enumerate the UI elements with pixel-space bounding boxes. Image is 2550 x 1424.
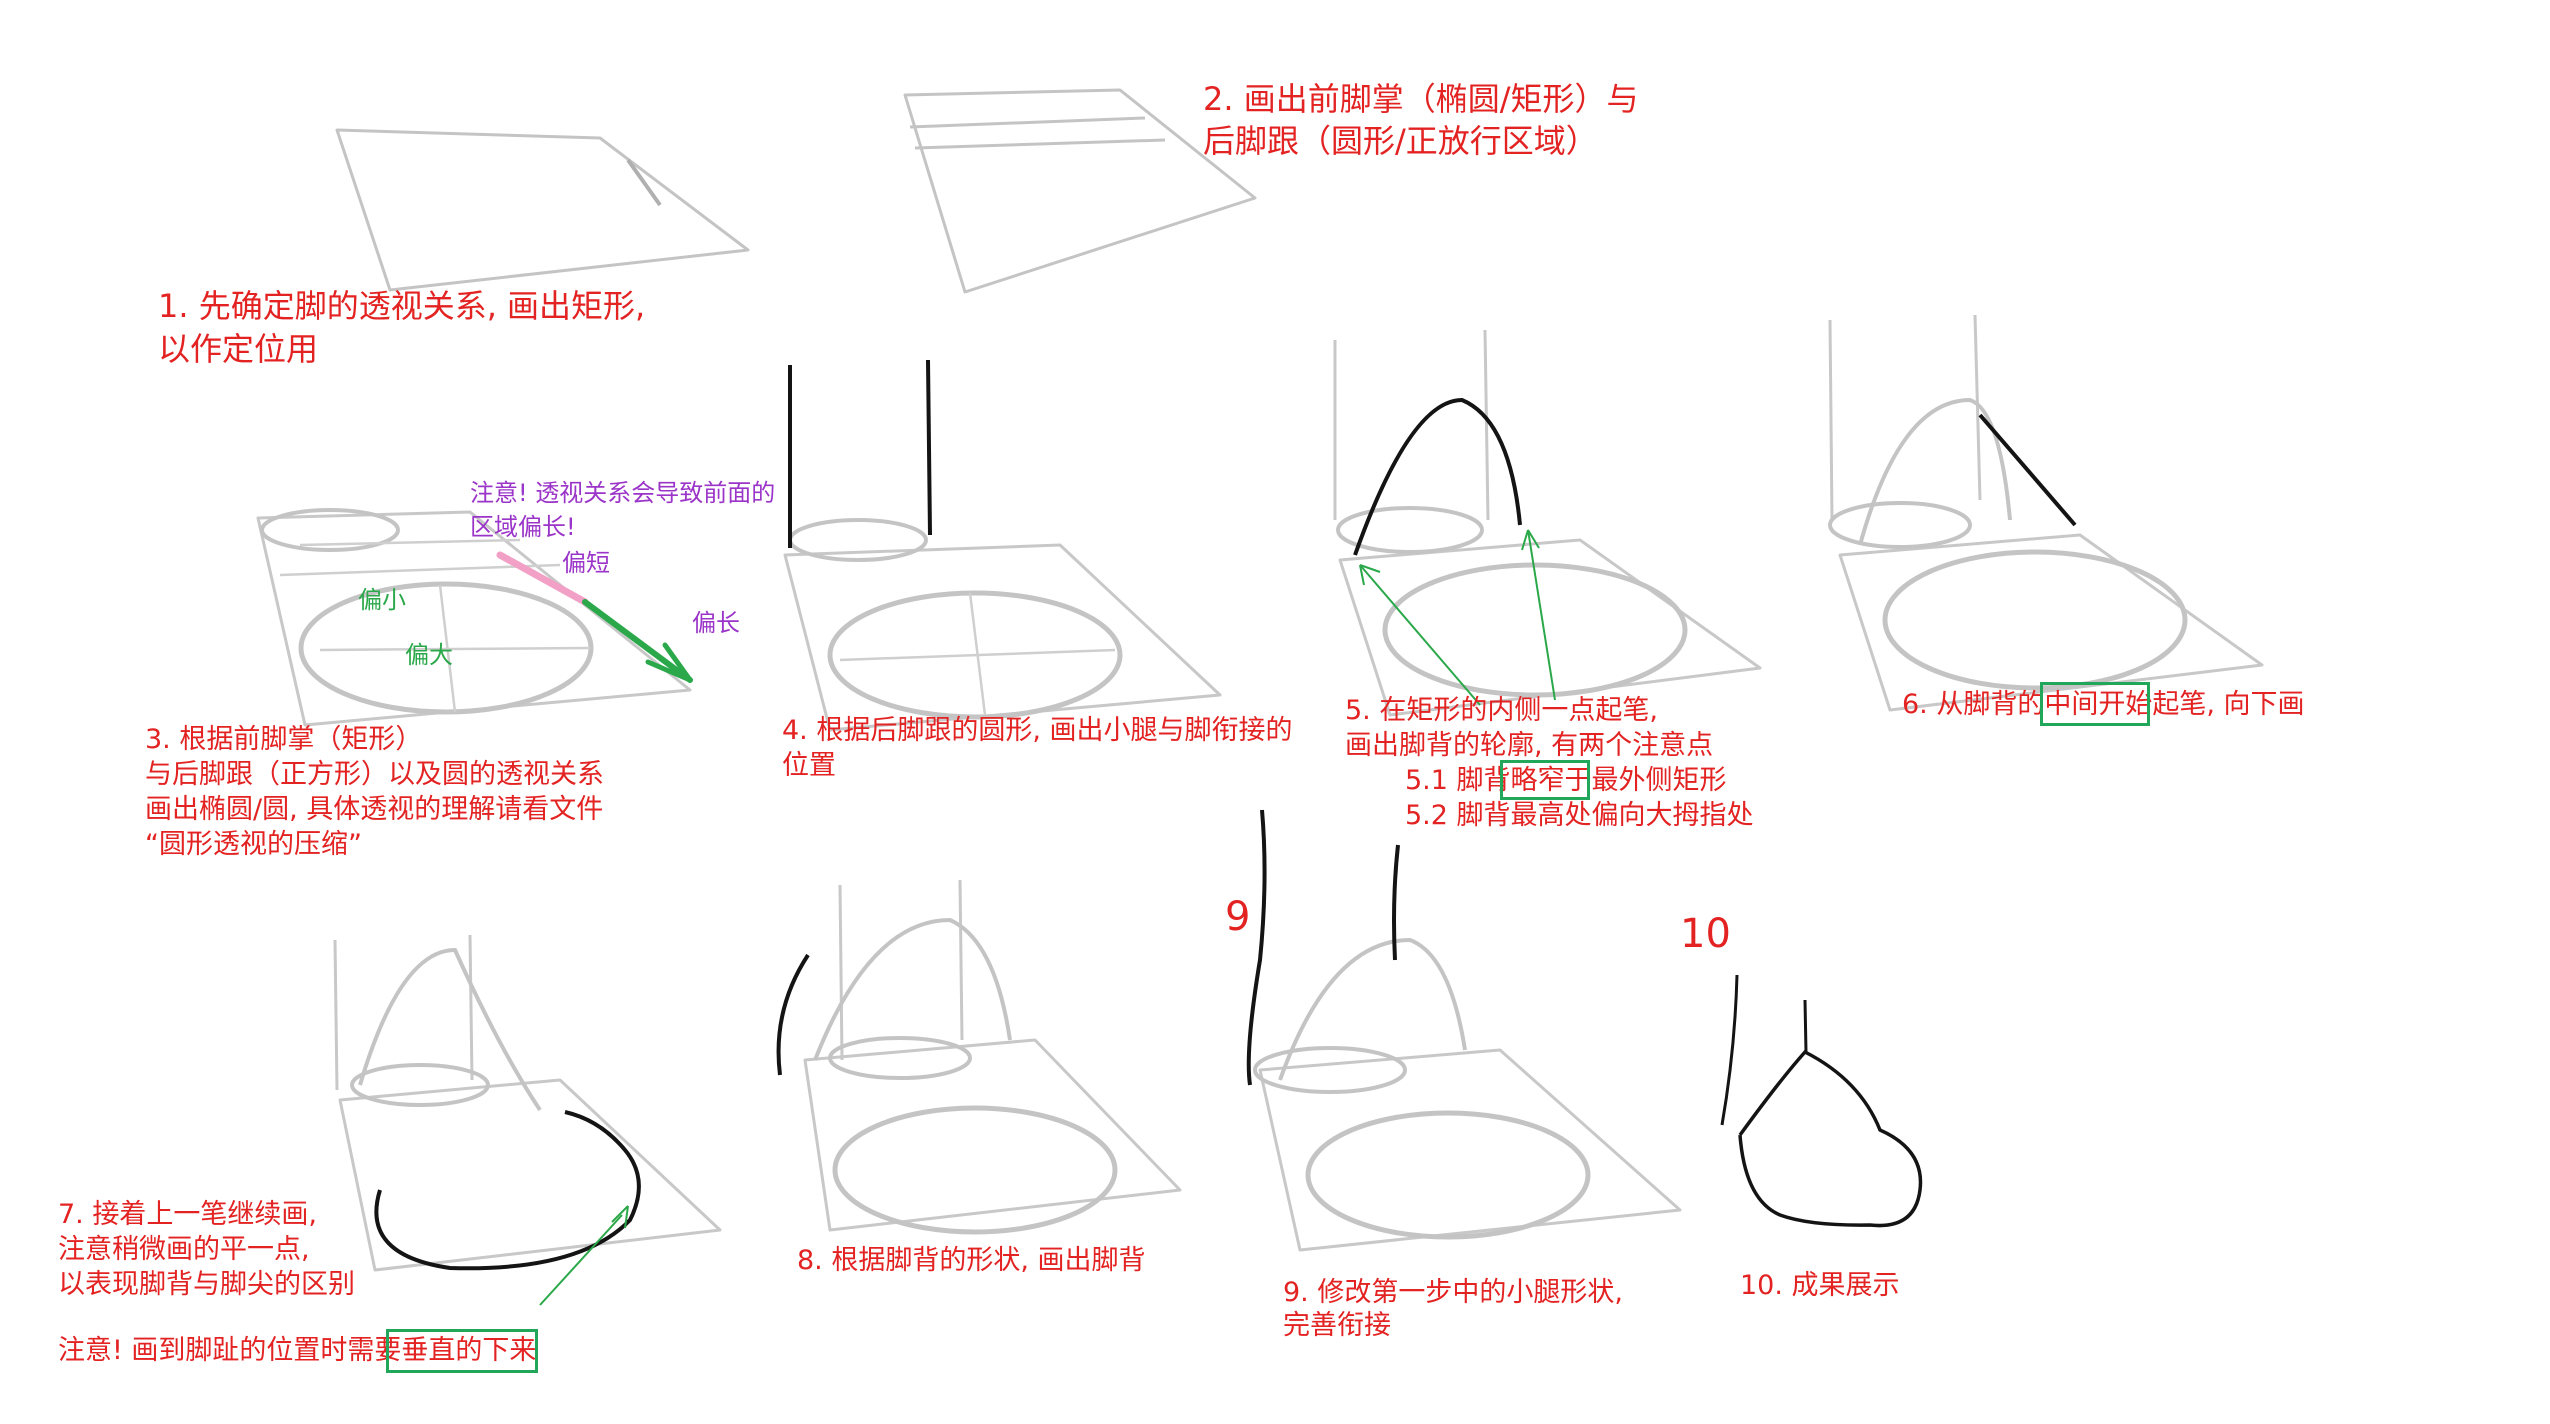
label-big: 偏大 [405, 641, 453, 669]
step10-big-number: 10 [1680, 911, 1731, 957]
label-short: 偏短 [562, 549, 610, 577]
step3-line4: “圆形透视的压缩” [145, 829, 362, 860]
label-small: 偏小 [358, 586, 406, 614]
sketch-step-1-rectangle [335, 128, 750, 292]
step2-line1: 2. 画出前脚掌（椭圆/矩形）与 [1203, 80, 1639, 118]
sketch-step-9-refined-calf [1246, 809, 1682, 1252]
sketch-step-8-instep-back [776, 879, 1182, 1235]
label-long: 偏长 [692, 609, 740, 637]
step2-line2: 后脚跟（圆形/正放行区域） [1203, 122, 1598, 160]
step7-line3: 以表现脚背与脚尖的区别 [58, 1269, 355, 1300]
step9-big-number: 9 [1225, 894, 1251, 940]
sketch-step-10-final-foot [1720, 974, 1923, 1228]
highlight-box-narrower [1500, 760, 1590, 800]
step6-line1: 6. 从脚背的中间开始起笔, 向下画 [1902, 689, 2305, 720]
highlight-box-middle-start [2040, 682, 2150, 726]
sketch-step-2-divided-rectangle [903, 88, 1257, 294]
step7-note: 注意! 画到脚趾的位置时需要垂直的下来 [58, 1335, 537, 1366]
step10-line1: 10. 成果展示 [1740, 1270, 1900, 1301]
step3-note-line1: 注意! 透视关系会导致前面的 [470, 479, 776, 507]
step4-line1: 4. 根据后脚跟的圆形, 画出小腿与脚衔接的 [782, 715, 1293, 746]
highlight-box-vertical-down [386, 1329, 538, 1373]
step7-line2: 注意稍微画的平一点, [58, 1234, 310, 1265]
sketch-step-4-calf [783, 359, 1222, 732]
sketch-step-5-instep [1333, 329, 1762, 717]
step8-line1: 8. 根据脚背的形状, 画出脚背 [797, 1245, 1146, 1276]
step5-line1: 5. 在矩形的内侧一点起笔, [1345, 695, 1658, 726]
step5-line4: 5.2 脚背最高处偏向大拇指处 [1405, 800, 1754, 831]
step4-line2: 位置 [782, 750, 836, 781]
step3-line1: 3. 根据前脚掌（矩形） [145, 724, 423, 755]
step1-line2: 以作定位用 [158, 330, 319, 368]
step7-line1: 7. 接着上一笔继续画, [58, 1199, 317, 1230]
step3-note-line2: 区域偏长! [470, 513, 576, 541]
sketch-step-6-instep-center [1828, 314, 2264, 712]
sketch-step-7-toe-curve [333, 934, 722, 1306]
step3-line3: 画出椭圆/圆, 具体透视的理解请看文件 [145, 794, 604, 825]
step3-line2: 与后脚跟（正方形）以及圆的透视关系 [145, 759, 604, 790]
step1-line1: 1. 先确定脚的透视关系, 画出矩形, [158, 287, 646, 325]
step5-line3: 5.1 脚背略窄于最外侧矩形 [1405, 765, 1727, 796]
step9-line2: 完善衔接 [1283, 1310, 1391, 1341]
step5-line2: 画出脚背的轮廓, 有两个注意点 [1345, 730, 1714, 761]
step9-line1: 9. 修改第一步中的小腿形状, [1283, 1277, 1623, 1308]
sketch-step-3-ellipses [256, 508, 693, 727]
